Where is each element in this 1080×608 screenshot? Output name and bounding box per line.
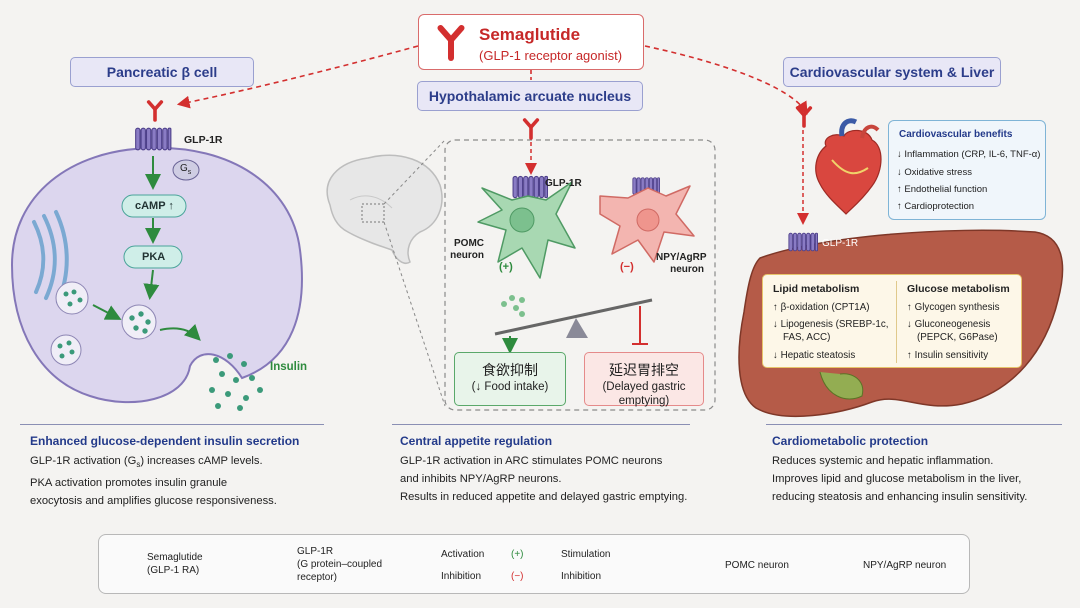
granules [50,281,157,366]
pka-label: PKA [142,251,166,263]
semaglutide-box: Semaglutide (GLP-1 receptor agonist) [418,14,644,70]
lipid-item: FAS, ACC) [783,332,831,343]
insulin-label: Insulin [270,361,308,373]
hypothalamus-zoom-box [444,139,716,411]
legend: Semaglutide(GLP-1 RA) GLP-1R(G protein–c… [98,534,970,594]
legend-inhibition: Inhibition [441,571,482,582]
npy-minus: (−) [620,261,634,273]
beta-rule [20,424,324,425]
brain-illustration [326,154,443,264]
metabolism-box: Lipid metabolism ↑ β-oxidation (CPT1A) ↓… [762,274,1022,368]
glucose-item: ↓ Gluconeogenesis [907,319,991,330]
legend-inhibition-2: Inhibition [561,571,602,582]
drug-to-liver-arrow [644,45,808,115]
hypo-title: Central appetite regulation [400,434,553,448]
liver-glp1r-label: GLP-1R [822,238,859,249]
liver-glp1r-icon [788,232,818,252]
glucose-title: Glucose metabolism [907,283,1010,295]
legend-stimulation: Stimulation [561,549,611,560]
cardio-title: Cardiometabolic protection [772,434,929,448]
gastric-emptying-cn: 延迟胃排空 [609,362,679,378]
glucose-item: (PEPCK, G6Pase) [917,332,998,343]
legend-pomc-label: POMC neuron [725,560,789,571]
hypo-text: GLP-1R activation in ARC stimulates POMC… [400,455,688,503]
cardio-benefits-title: Cardiovascular benefits [899,129,1013,140]
cardio-benefits-box: Cardiovascular benefits ↓ Inflammation (… [888,120,1046,220]
gs-label: Gs [180,163,192,176]
lipid-item: ↓ Lipogenesis (SREBP-1c, [773,319,889,330]
drug-subtitle: (GLP-1 receptor agonist) [479,48,623,63]
drug-to-beta-arrow [176,45,419,109]
cardio-benefit: ↓ Inflammation (CRP, IL-6, TNF-α) [897,149,1041,160]
legend-npy-label: NPY/AgRP neuron [863,560,947,571]
lipid-title: Lipid metabolism [773,283,860,295]
lipid-item: ↑ β-oxidation (CPT1A) [773,302,870,313]
glucose-item: ↑ Glycogen synthesis [907,302,1000,313]
gastric-emptying-box: 延迟胃排空 (Delayed gastric emptying) [584,352,704,407]
semaglutide-icon [435,25,467,61]
pomc-plus: (+) [499,261,513,273]
lipid-item: ↓ Hepatic steatosis [773,350,856,361]
cardio-rule [766,424,1062,425]
cardio-text: Reduces systemic and hepatic inflammatio… [772,455,1028,503]
cardio-benefit: ↑ Endothelial function [897,184,988,195]
hypo-header: Hypothalamic arcuate nucleus [417,81,643,111]
hypo-semaglutide-icon [522,118,540,140]
beta-title: Enhanced glucose-dependent insulin secre… [30,434,300,448]
metabolism-divider [896,281,897,363]
cv-semaglutide-icon [795,106,813,128]
camp-node [121,194,187,218]
gastric-emptying-en-1: (Delayed gastric [602,381,686,393]
heart-illustration [815,118,882,215]
beta-text: GLP-1R activation (Gs) increases cAMP le… [30,455,277,508]
pomc-neuron [477,181,576,279]
balance-scale [494,298,653,338]
legend-semaglutide-label: Semaglutide(GLP-1 RA) [147,552,203,576]
gastric-emptying-en-2: emptying) [618,395,670,407]
food-intake-box: 食欲抑制 (↓ Food intake) [454,352,566,406]
camp-label: cAMP ↑ [135,200,174,212]
pomc-glp1r-label: GLP-1R [545,178,582,189]
legend-inh-symbol: (−) [511,571,524,582]
pka-node [123,245,183,269]
drug-name: Semaglutide [479,25,581,44]
food-intake-en: (↓ Food intake) [471,381,549,393]
npy-neuron [599,185,695,263]
beta-semaglutide-icon [146,100,164,122]
pomc-glp1r-icon [512,175,548,199]
hypo-rule [392,424,690,425]
beta-glp1r-label: GLP-1R [184,134,223,146]
beta-header: Pancreatic β cell [70,57,254,87]
legend-stim-symbol: (+) [511,549,524,560]
glucose-item: ↑ Insulin sensitivity [907,350,989,361]
beta-cell-body [10,146,303,403]
cardio-benefit: ↓ Oxidative stress [897,167,972,178]
food-intake-cn: 食欲抑制 [482,362,538,378]
beta-glp1r-icon [135,127,172,151]
insulin-dots [209,353,263,411]
pomc-vesicles [501,295,525,317]
legend-activation: Activation [441,549,485,560]
gs-protein [172,159,200,181]
cardio-header: Cardiovascular system & Liver [783,57,1001,87]
cardio-benefit: ↑ Cardioprotection [897,201,975,212]
